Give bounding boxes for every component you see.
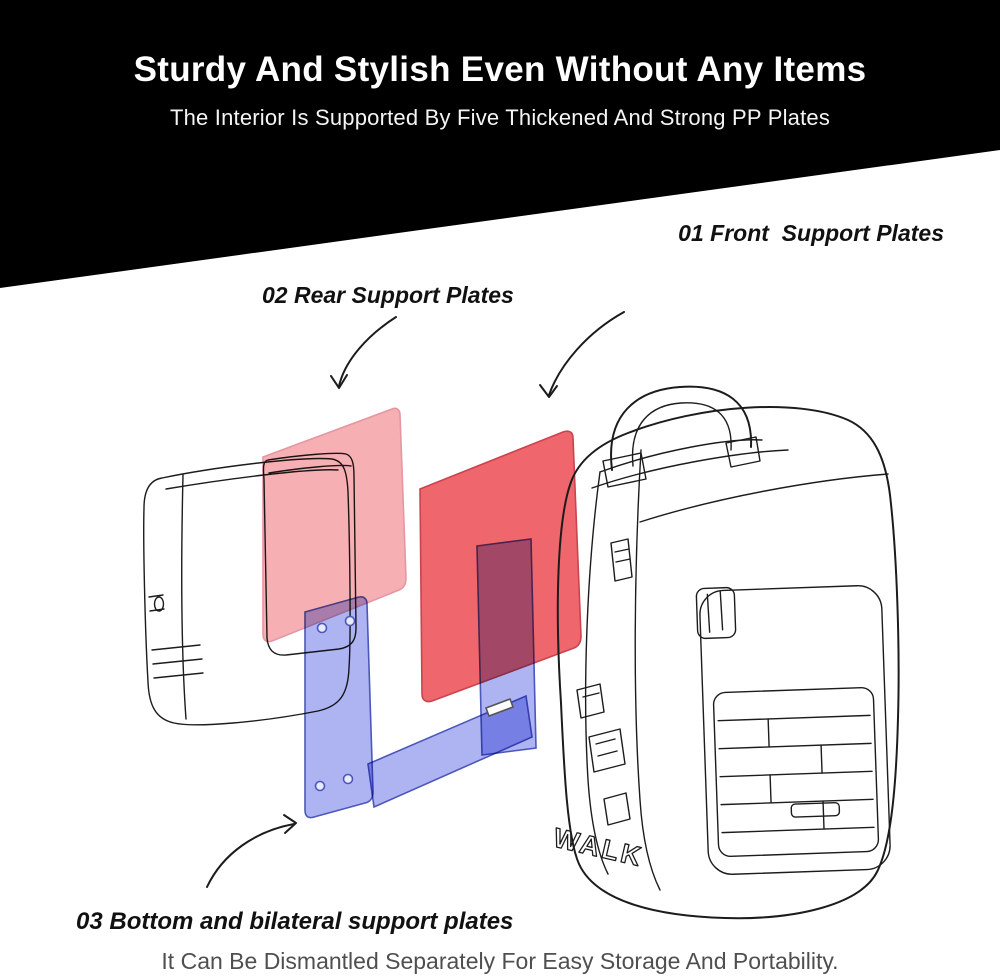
label-bottom-support-plates: 03 Bottom and bilateral support plates <box>76 908 514 935</box>
bottom-plate-left-panel <box>304 596 374 819</box>
annotation-arrows <box>206 311 625 888</box>
top-buckle-panel <box>695 586 737 640</box>
zipper-pull-icon <box>790 801 841 818</box>
rivet-icon <box>316 622 328 634</box>
rivet-icon <box>314 780 326 792</box>
page-title: Sturdy And Stylish Even Without Any Item… <box>133 50 867 89</box>
rivet-icon <box>344 615 356 627</box>
bag-front-sketch: WALK <box>550 385 900 920</box>
rear-support-plate <box>262 407 407 643</box>
label-rear-support-plates: 02 Rear Support Plates <box>262 282 514 308</box>
footer-caption: It Can Be Dismantled Separately For Easy… <box>161 948 839 974</box>
side-buckles <box>576 538 633 826</box>
page-subtitle: The Interior Is Supported By Five Thicke… <box>169 105 831 130</box>
label-front-support-plates: 01 Front Support Plates <box>678 220 944 246</box>
bag-handle <box>610 385 753 471</box>
hinge-icon <box>484 697 515 718</box>
rivet-icon <box>342 773 354 785</box>
curved-arrow-icon-bottom <box>206 814 297 888</box>
curved-arrow-icon-rear <box>330 316 397 389</box>
front-pocket <box>699 585 891 875</box>
bag-brand-text: WALK <box>551 823 647 873</box>
front-support-plate <box>419 430 582 703</box>
curved-arrow-icon-front <box>539 311 625 398</box>
molle-panel <box>712 686 880 858</box>
